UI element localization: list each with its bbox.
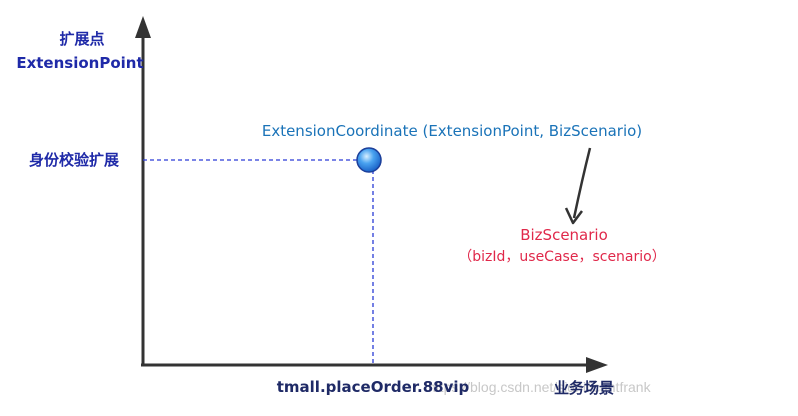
biz-scenario-fields: （bizId，useCase，scenario） [458,249,665,265]
coordinate-point [356,147,382,173]
y-axis-title-en: ExtensionPoint [16,54,143,72]
scenario-pointer-arrow [572,147,592,219]
y-axis-title-cn: 扩展点 [59,30,104,48]
x-tick-label: tmall.placeOrder.88vip [277,378,470,396]
x-axis-title: 业务场景 [554,379,614,397]
x-axis-arrow [586,357,608,373]
biz-scenario-title: BizScenario [520,226,608,244]
y-axis-arrow [135,16,151,38]
y-tick-label: 身份校验扩展 [29,151,119,169]
watermark-text: https://blog.csdn.net/significantfrank [428,379,652,395]
coordinate-label: ExtensionCoordinate (ExtensionPoint, Biz… [262,122,642,140]
scenario-pointer-arrowhead [564,207,583,225]
